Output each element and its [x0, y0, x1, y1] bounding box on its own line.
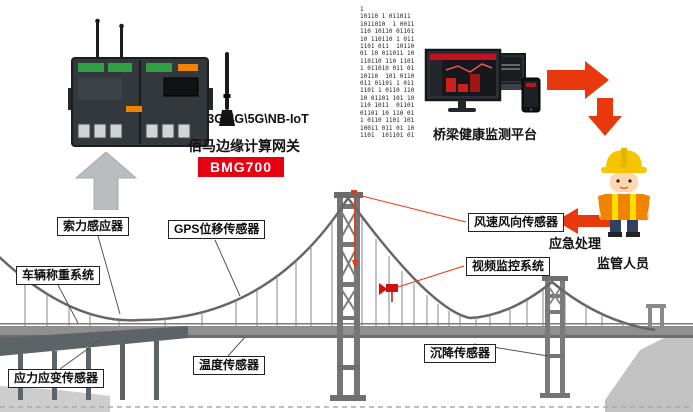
arrow-right-icon	[547, 61, 609, 99]
camera-leader-line	[397, 265, 465, 288]
bridge-illustration	[0, 190, 693, 412]
camera-marker	[379, 283, 398, 302]
mouth	[619, 186, 629, 190]
vest-stripe	[630, 194, 636, 220]
monitor-icon	[424, 48, 502, 112]
main-cable	[0, 195, 656, 332]
brand-accent2	[126, 106, 142, 112]
hat-brim	[601, 167, 647, 173]
ethernet-ports	[77, 123, 191, 139]
leg	[610, 220, 621, 233]
shoe	[608, 232, 622, 237]
din-clip-left	[68, 88, 73, 110]
device-antenna-tip	[95, 18, 100, 24]
terminal-block	[78, 63, 104, 72]
gateway-name-label: 佰马边缘计算网关	[188, 138, 300, 154]
sensor-label-wind: 风速风向传感器	[468, 213, 565, 232]
wind-sensor-marker	[351, 190, 358, 269]
vest-stripe	[612, 194, 618, 220]
monitoring-platform-illustration	[424, 48, 541, 113]
sensor-label-temperature: 温度传感器	[193, 356, 266, 375]
device-antenna2-tip	[119, 23, 124, 29]
arrow-up-icon	[74, 152, 138, 210]
supervisor-figure	[598, 148, 650, 237]
leg	[627, 220, 638, 233]
upload-arrow	[74, 152, 138, 210]
connectivity-label: 3G\4G\5G\NB-IoT	[207, 112, 309, 126]
flow-arrows-right-down	[547, 61, 622, 136]
device-label-plate	[78, 78, 122, 100]
gateway-model-badge: BMG700	[198, 157, 284, 177]
sensor-label-settlement: 沉降传感器	[424, 344, 497, 363]
emergency-label: 应急处理	[548, 236, 601, 251]
face	[610, 173, 638, 192]
device-screen	[163, 77, 199, 97]
suspender-cables	[24, 219, 624, 326]
shore-right	[605, 332, 693, 412]
sensor-label-video-monitoring: 视频监控系统	[466, 257, 551, 276]
device-antenna-icon	[96, 20, 99, 60]
bridge-deck	[0, 323, 693, 338]
binary-datastream: 1 10110 1 011011 1011010 1 0011 110 1011…	[360, 6, 415, 138]
wind-leader-line	[361, 195, 467, 223]
right-end-frame	[646, 304, 666, 328]
flow-arrow-left	[556, 208, 620, 234]
phone-icon	[521, 77, 541, 113]
sensor-label-stress-strain: 应力应变传感器	[8, 369, 105, 388]
main-tower	[330, 192, 366, 401]
sensor-label-vehicle-weighing: 车辆称重系统	[16, 266, 101, 285]
device-antenna2-icon	[120, 25, 123, 60]
din-clip-right	[208, 88, 213, 110]
supervisor-label: 监管人员	[596, 256, 649, 271]
arrow-left-icon	[556, 208, 620, 234]
cellular-antenna-icon	[219, 52, 235, 126]
arrow-down-icon	[588, 98, 622, 136]
hat-ridge	[621, 148, 627, 168]
platform-label: 桥梁健康监测平台	[432, 127, 537, 142]
leader-lines	[57, 235, 549, 370]
terminal-block	[108, 63, 132, 72]
brand-accent	[178, 64, 198, 71]
sensor-label-cable-force: 索力感应器	[57, 217, 130, 236]
shoe	[626, 232, 640, 237]
gateway-device-illustration	[68, 18, 213, 147]
eye	[616, 179, 620, 183]
terminal-block	[146, 63, 172, 72]
safety-vest	[600, 194, 648, 220]
sensor-label-gps-displacement: GPS位移传感器	[168, 220, 266, 239]
eye	[628, 179, 632, 183]
